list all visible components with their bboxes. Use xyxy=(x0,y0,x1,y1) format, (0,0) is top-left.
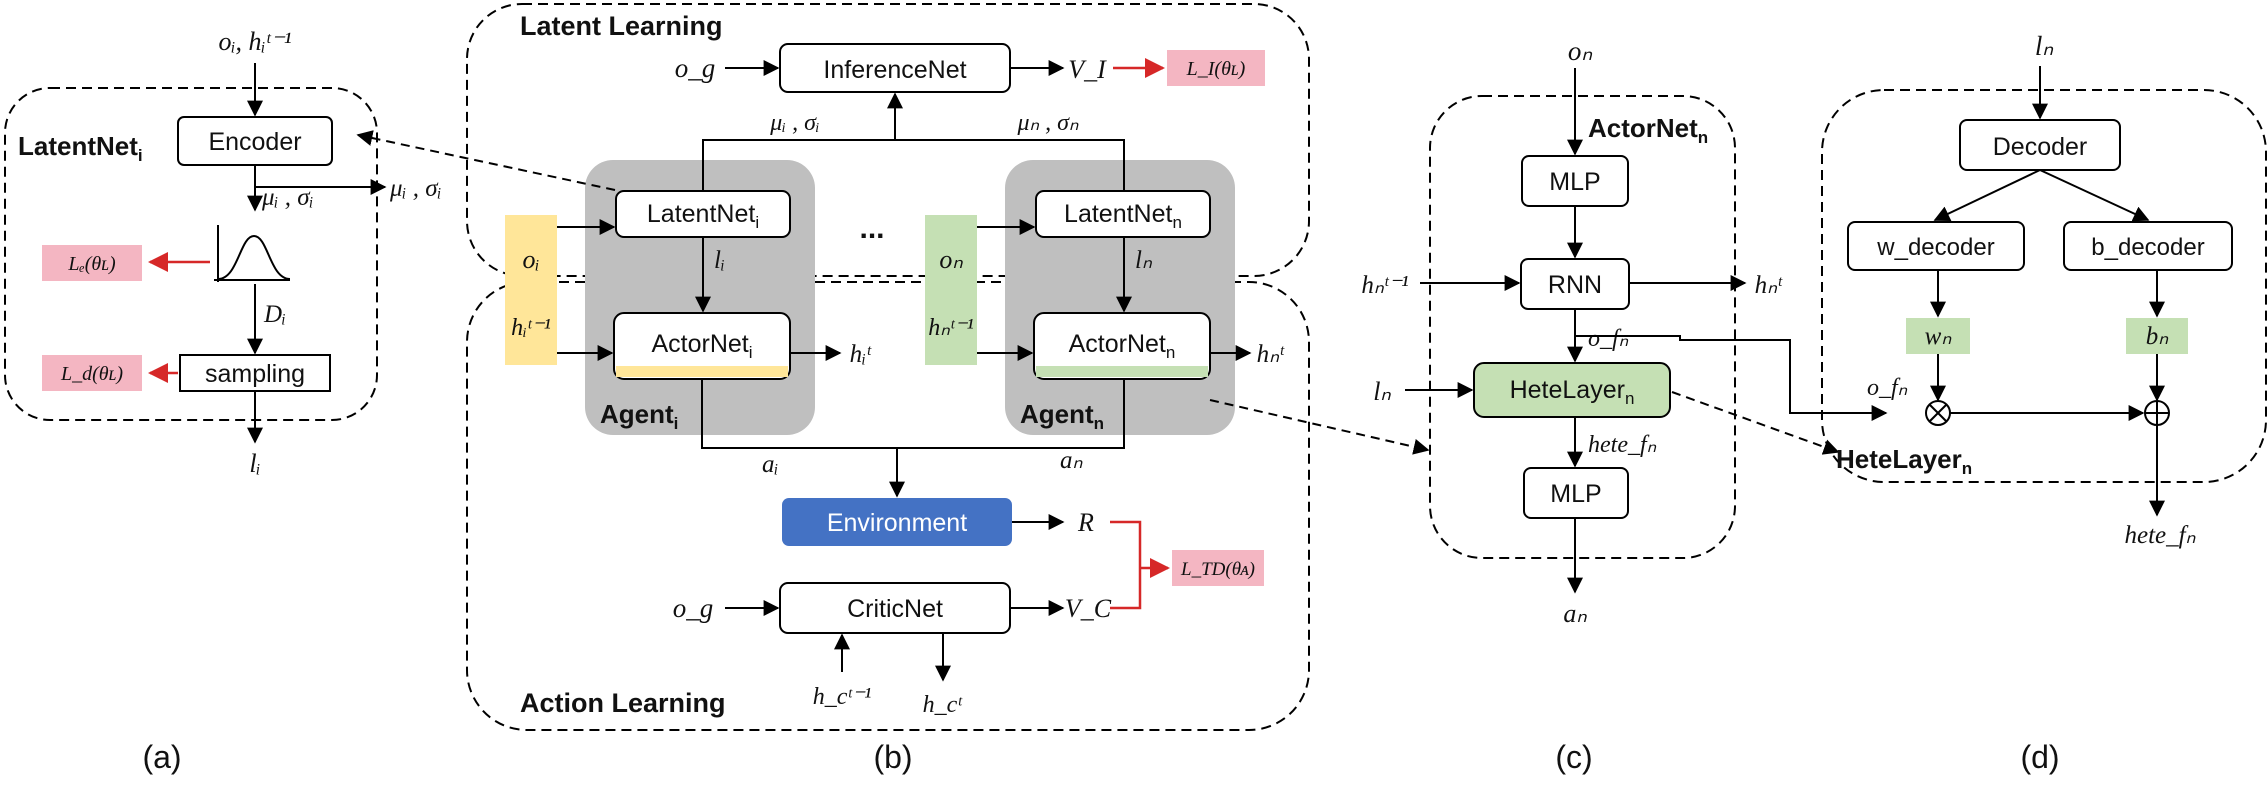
agent-n-title: Agentn xyxy=(1020,399,1104,433)
actornet-i-hetelayer-strip xyxy=(616,366,788,377)
o-i-label: oᵢ xyxy=(522,245,539,274)
hetelayer-input-label: lₙ xyxy=(2035,31,2054,61)
latentnet-i-label: LatentNeti xyxy=(647,200,759,232)
hetelayer-box xyxy=(1473,362,1671,418)
mu-sigma-i-label: μᵢ , σᵢ xyxy=(769,110,819,136)
w-n-label: wₙ xyxy=(1925,323,1953,350)
latent-learning-boundary xyxy=(466,3,1310,277)
actornet-n-label: ActorNetn xyxy=(1069,330,1176,362)
hetelayer-title: HeteLayern xyxy=(1836,444,1972,478)
environment-label: Environment xyxy=(827,509,967,537)
loss-d-box xyxy=(42,355,142,391)
add-icon xyxy=(2144,400,2170,426)
panel-b: Latent Learning Action Learning o_g Infe… xyxy=(356,3,1430,775)
o-f-input-label: o_fₙ xyxy=(1867,375,1908,401)
rnn-label: RNN xyxy=(1548,271,1602,299)
loss-i-box xyxy=(1167,50,1265,86)
o-n-label: oₙ xyxy=(939,245,963,274)
h-i-t-label: hᵢᵗ xyxy=(850,341,872,368)
encoder-mu-sigma-label: μᵢ , σᵢ xyxy=(261,184,314,211)
latent-learning-title: Latent Learning xyxy=(520,11,723,41)
loss-i-label: L_I(θʟ) xyxy=(1186,58,1246,80)
loss-td-label: L_TD(θᴀ) xyxy=(1180,559,1255,580)
a-n-label: aₙ xyxy=(1060,447,1084,474)
hetelayer-output-label: hete_fₙ xyxy=(2124,522,2196,549)
criticnet-label: CriticNet xyxy=(847,595,943,623)
w-n-tag xyxy=(1906,318,1970,354)
agents-ellipsis: ... xyxy=(859,212,884,245)
l-i-label: lᵢ xyxy=(714,247,725,274)
hetelayer-label: HeteLayern xyxy=(1510,376,1635,408)
sampling-label: sampling xyxy=(205,360,305,388)
og-bottom-label: o_g xyxy=(673,593,714,623)
mu-sigma-n-label: μₙ , σₙ xyxy=(1016,110,1078,136)
v-i-label: V_I xyxy=(1068,55,1107,84)
panel-d: HeteLayern lₙ Decoder w_decoder b_decode… xyxy=(1821,31,2267,775)
actornet-i-label: ActorNeti xyxy=(651,330,752,362)
mlp-top-label: MLP xyxy=(1549,168,1600,196)
action-learning-title: Action Learning xyxy=(520,688,726,718)
b-decoder-label: b_decoder xyxy=(2091,234,2204,261)
reward-label: R xyxy=(1077,508,1094,537)
caption-d: (d) xyxy=(2020,739,2059,775)
loss-e-box xyxy=(42,245,142,281)
caption-a: (a) xyxy=(142,739,181,775)
l-n-label: lₙ xyxy=(1135,247,1153,274)
latentnet-title: LatentNeti xyxy=(18,131,143,165)
inferencenet-label: InferenceNet xyxy=(823,56,966,84)
action-learning-boundary xyxy=(466,281,1310,731)
caption-b: (b) xyxy=(873,739,912,775)
b-decoder-box xyxy=(2063,221,2233,271)
caption-c: (c) xyxy=(1555,739,1592,775)
h-t-label: hₙᵗ xyxy=(1755,272,1783,299)
agent-i-input-tag xyxy=(505,215,557,365)
loss-e-label: Lₑ(θʟ) xyxy=(67,253,116,275)
latentnet-input-label: oᵢ, hᵢᵗ⁻¹ xyxy=(218,27,291,56)
b-n-tag xyxy=(2126,318,2188,354)
actornet-n-hetelayer-strip xyxy=(1036,366,1208,377)
d-i-label: Dᵢ xyxy=(263,301,286,328)
agent-i-title: Agenti xyxy=(600,399,678,433)
h-c-t-label: h_cᵗ xyxy=(923,692,964,718)
a-n-output-label: aₙ xyxy=(1563,599,1587,628)
loss-d-label: L_d(θʟ) xyxy=(60,363,123,385)
h-c-prev-label: h_cᵗ⁻¹ xyxy=(813,684,872,710)
actornet-title: ActorNetn xyxy=(1588,113,1708,147)
encoder-side-mu-sigma: μᵢ , σᵢ xyxy=(389,175,442,202)
actornet-input-label: oₙ xyxy=(1568,36,1593,66)
latentnet-group-boundary xyxy=(4,87,378,421)
encoder-label: Encoder xyxy=(208,128,301,156)
gaussian-distribution-icon xyxy=(214,225,291,282)
l-n-label: lₙ xyxy=(1373,377,1391,406)
h-i-prev-label: hᵢᵗ⁻¹ xyxy=(511,315,551,341)
h-n-t-label: hₙᵗ xyxy=(1257,341,1285,368)
hetelayer-group-boundary xyxy=(1821,89,2267,483)
latentnet-n-label: LatentNetn xyxy=(1064,200,1182,232)
h-n-prev-label: hₙᵗ⁻¹ xyxy=(928,315,973,341)
decoder-label: Decoder xyxy=(1993,133,2088,161)
w-decoder-label: w_decoder xyxy=(1876,234,1994,261)
panel-a: LatentNeti oᵢ, hᵢᵗ⁻¹ Encoder μᵢ , σᵢ μᵢ … xyxy=(4,27,442,775)
w-decoder-box xyxy=(1847,221,2025,271)
h-prev-label: hₙᵗ⁻¹ xyxy=(1361,272,1408,299)
agent-n-input-tag xyxy=(925,215,977,365)
og-top-label: o_g xyxy=(675,53,716,83)
mlp-bottom-label: MLP xyxy=(1550,480,1601,508)
b-n-label: bₙ xyxy=(2146,323,2170,350)
actornet-n-box xyxy=(1033,312,1211,380)
panel-c: ActorNetn oₙ MLP RNN hₙᵗ⁻¹ hₙᵗ o_fₙ lₙ H… xyxy=(1361,36,1888,775)
v-c-label: V_C xyxy=(1065,594,1112,623)
latentnet-output-label: lᵢ xyxy=(249,449,260,478)
hete-f-label: hete_fₙ xyxy=(1588,432,1657,458)
o-f-label: o_fₙ xyxy=(1588,326,1629,352)
environment-box xyxy=(782,498,1012,546)
loss-td-box xyxy=(1172,550,1264,586)
a-i-label: aᵢ xyxy=(762,451,778,478)
multiply-icon xyxy=(1925,400,1951,426)
actornet-group-boundary xyxy=(1429,95,1736,559)
